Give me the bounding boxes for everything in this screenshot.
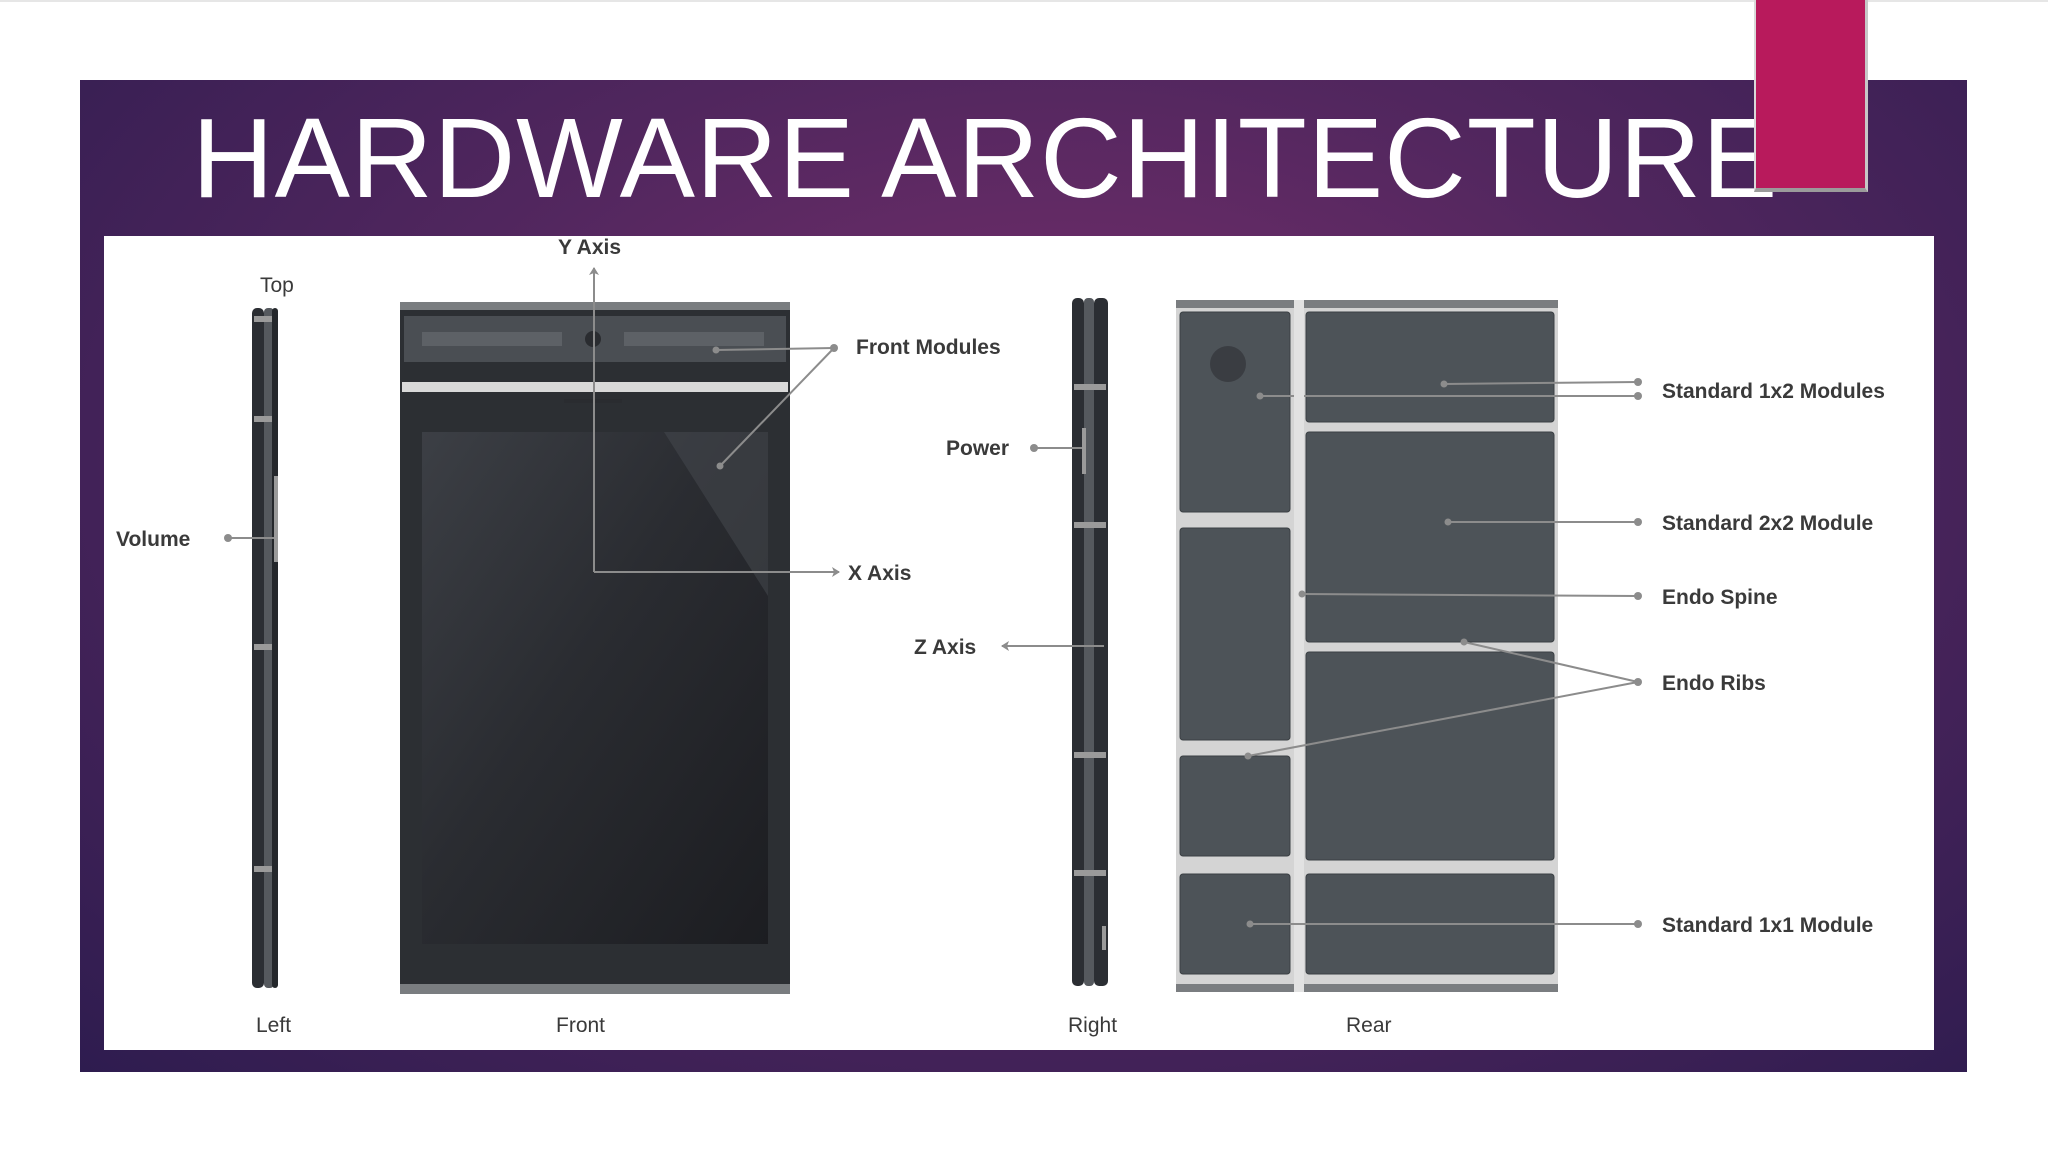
- standard-1x2-label: Standard 1x2 Modules: [1662, 380, 1885, 403]
- power-callout: Power: [946, 437, 1082, 460]
- standard-1x2-callout: Standard 1x2 Modules: [1256, 378, 1885, 403]
- front-modules-label: Front Modules: [856, 336, 1001, 359]
- module-right-lower: [1305, 651, 1555, 861]
- hardware-diagram-panel: Y Axis X Axis Front Modules Volume Power: [104, 236, 1934, 1050]
- endo-ribs-label: Endo Ribs: [1662, 672, 1766, 695]
- standard-2x2-callout: Standard 2x2 Module: [1444, 512, 1873, 535]
- caption-top: Top: [260, 274, 294, 297]
- hardware-diagram: Y Axis X Axis Front Modules Volume Power: [116, 236, 1885, 1037]
- rear-camera-icon: [1210, 346, 1246, 382]
- accent-bar: [1754, 0, 1868, 192]
- volume-label: Volume: [116, 528, 190, 551]
- module-left-lower: [1179, 755, 1291, 857]
- phone-right-view: [1072, 298, 1108, 986]
- power-label: Power: [946, 437, 1009, 460]
- y-axis-label: Y Axis: [558, 236, 621, 259]
- slide-title: HARDWARE ARCHITECTURE: [192, 95, 1779, 221]
- module-1x2-top: [1305, 311, 1555, 423]
- caption-left: Left: [256, 1014, 291, 1037]
- endo-spine-callout: Endo Spine: [1294, 300, 1778, 992]
- caption-rear: Rear: [1346, 1014, 1392, 1037]
- standard-1x1-label: Standard 1x1 Module: [1662, 914, 1873, 937]
- caption-right: Right: [1068, 1014, 1117, 1037]
- rear-camera-module: [1179, 311, 1291, 513]
- standard-2x2-label: Standard 2x2 Module: [1662, 512, 1873, 535]
- power-button: [1082, 428, 1086, 474]
- endo-ribs-callout: Endo Ribs: [1244, 638, 1766, 760]
- volume-callout: Volume: [116, 528, 274, 551]
- volume-rocker: [274, 476, 278, 562]
- window-top-border: [0, 0, 2048, 2]
- phone-rear-view: [1176, 300, 1558, 992]
- phone-left-view: [252, 308, 278, 988]
- x-axis-label: X Axis: [848, 562, 911, 585]
- front-modules-callout: Front Modules: [712, 336, 1001, 470]
- z-axis-label: Z Axis: [914, 636, 976, 659]
- endo-spine-label: Endo Spine: [1662, 586, 1778, 609]
- module-left-middle: [1179, 527, 1291, 741]
- caption-front: Front: [556, 1014, 605, 1037]
- module-2x2: [1305, 431, 1555, 643]
- standard-1x1-callout: Standard 1x1 Module: [1246, 914, 1873, 937]
- front-axes: Y Axis X Axis: [558, 236, 911, 585]
- z-axis-callout: Z Axis: [914, 636, 1104, 659]
